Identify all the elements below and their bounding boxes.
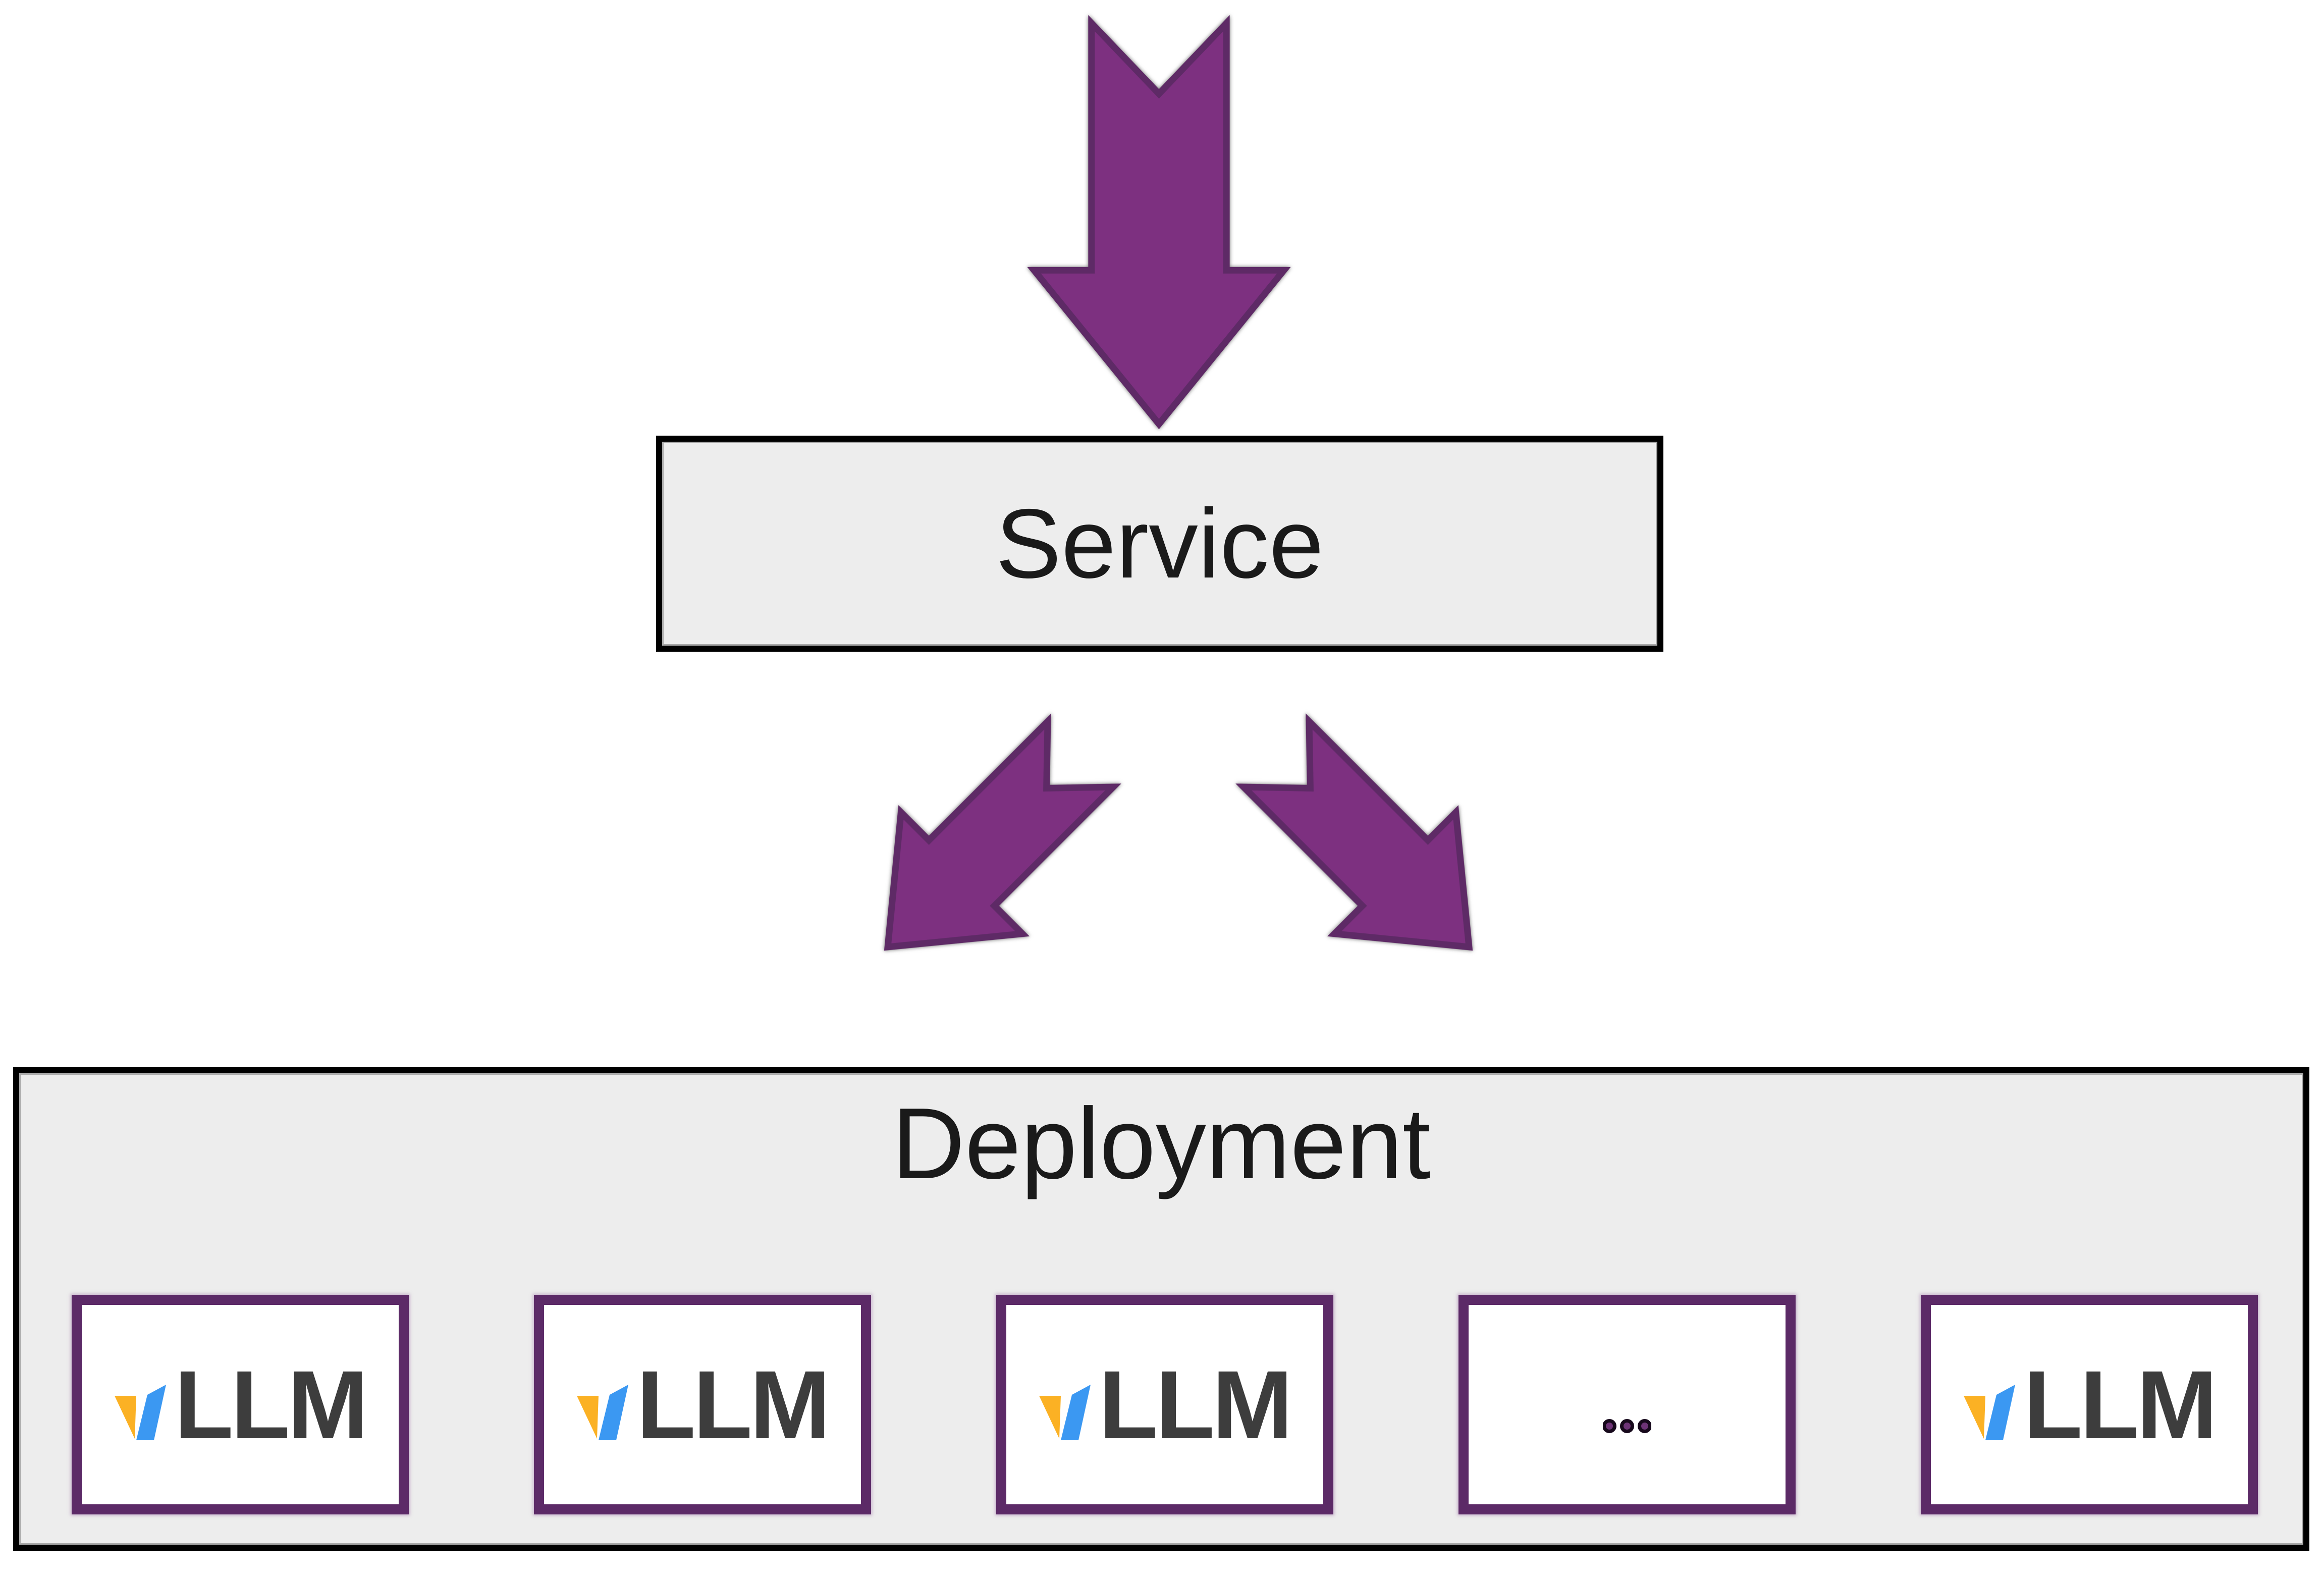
service-box: Service: [656, 436, 1663, 652]
vllm-label: LLM: [174, 1350, 368, 1459]
vllm-logo-icon: [1964, 1384, 2016, 1440]
ellipsis-box: [1458, 1295, 1796, 1514]
arrow-down-right-icon: [1216, 694, 1530, 1008]
arrow-down-icon: [1034, 23, 1284, 424]
vllm-label: LLM: [1099, 1350, 1292, 1459]
vllm-logo-icon: [115, 1384, 167, 1440]
vllm-label: LLM: [636, 1350, 830, 1459]
service-label: Service: [995, 489, 1324, 599]
vllm-replica-box: LLM: [1921, 1295, 2258, 1514]
arrow-down-left-icon: [827, 694, 1141, 1008]
vllm-replica-box: LLM: [534, 1295, 871, 1514]
vllm-logo-icon: [1039, 1384, 1091, 1440]
vllm-label: LLM: [2023, 1350, 2217, 1459]
deployment-label: Deployment: [892, 1087, 1431, 1200]
ellipsis-dots-icon: [1603, 1419, 1651, 1433]
vllm-replica-box: LLM: [72, 1295, 409, 1514]
vllm-logo-icon: [577, 1384, 629, 1440]
vllm-replica-box: LLM: [996, 1295, 1333, 1514]
